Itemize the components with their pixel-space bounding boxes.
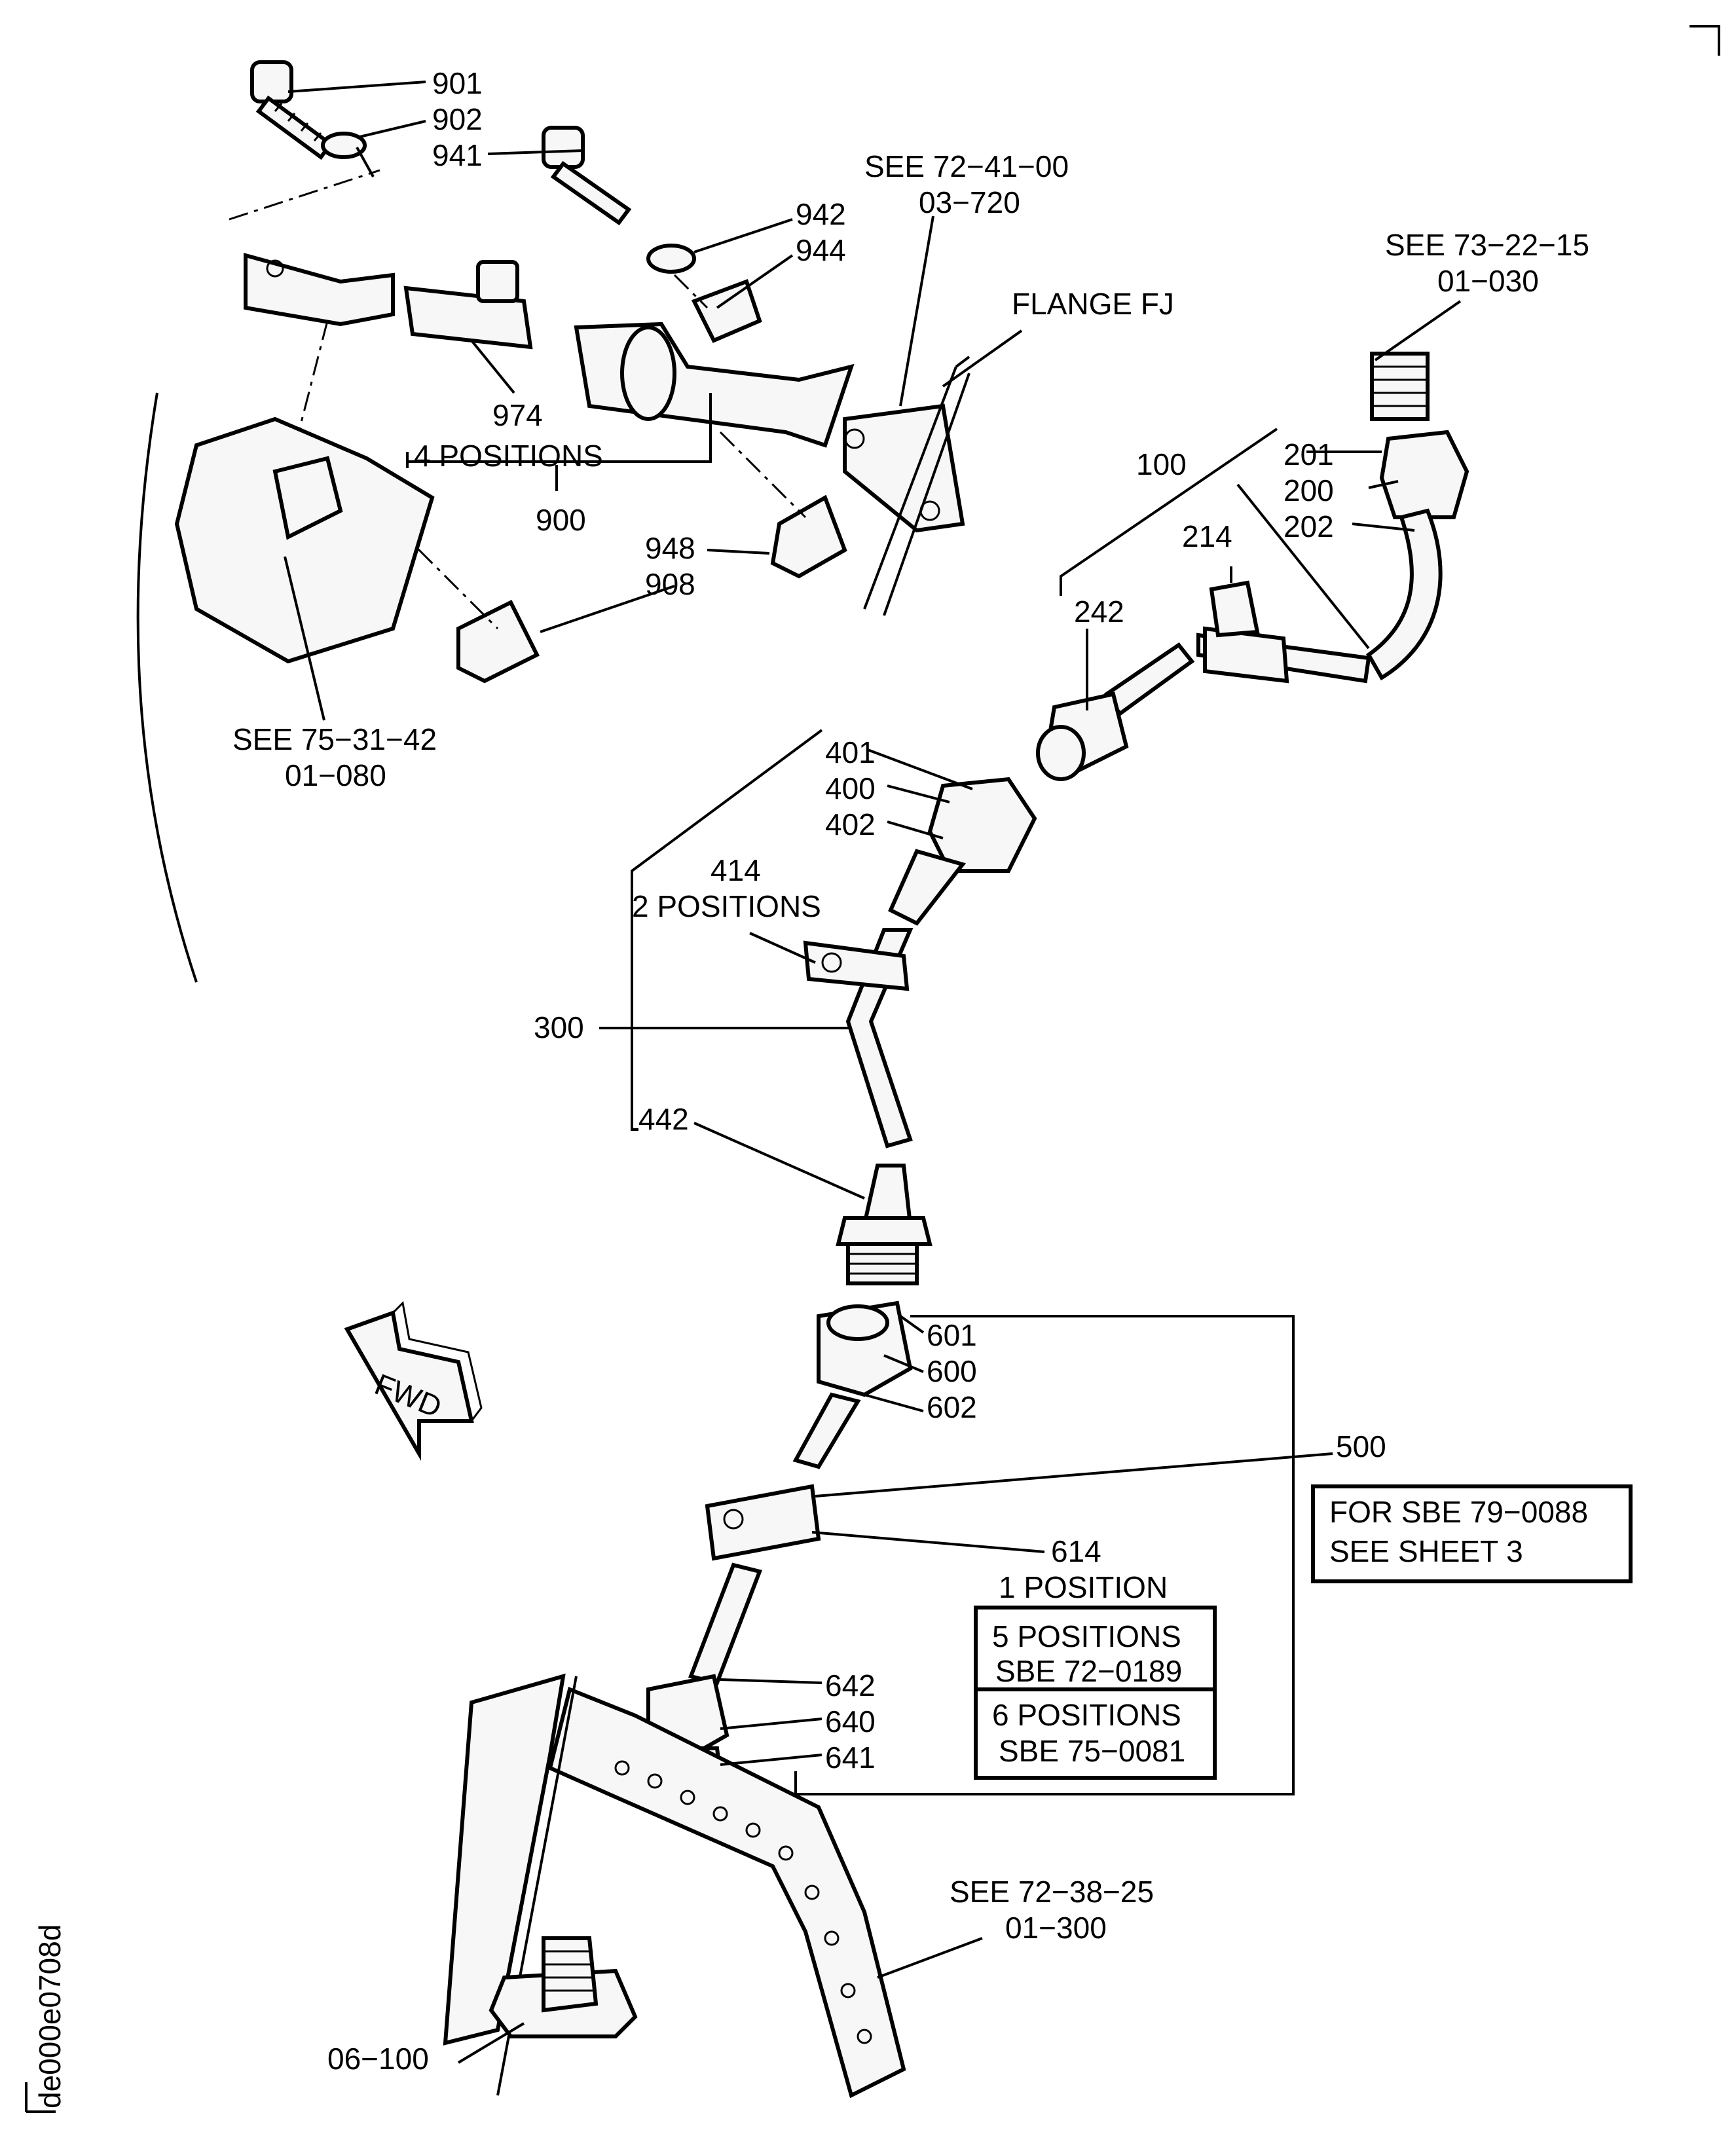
pipe-500 [792,1392,861,1469]
label-944: 944 [796,233,846,267]
fitting-73-22-15 [1370,352,1430,421]
clamp-214 [1203,626,1289,684]
clip-948 [770,494,847,579]
positions-box: 5 POSITIONS SBE 72−0189 6 POSITIONS SBE … [974,1606,1217,1780]
washer-902 [321,132,367,159]
label-01-030: 01−030 [1437,264,1539,298]
label-300: 300 [534,1010,584,1044]
label-900: 900 [536,503,586,537]
label-202: 202 [1284,509,1334,543]
label-641: 641 [825,1740,876,1775]
label-614: 614 [1051,1534,1101,1568]
label-flange-fj: FLANGE FJ [1012,287,1174,321]
label-see-75-31-42: SEE 75−31−42 [232,722,437,756]
clip-908 [456,599,540,684]
label-901: 901 [432,66,483,100]
label-414: 414 [711,853,761,887]
label-974: 974 [492,398,543,432]
label-1-position: 1 POSITION [999,1570,1168,1604]
label-see-72-38-25: SEE 72−38−25 [950,1875,1154,1909]
drawing-id-mark [25,2082,56,2113]
label-200: 200 [1284,473,1334,507]
label-948: 948 [645,531,695,565]
leader-lines [284,81,1462,2064]
mount-bracket-72-41 [843,403,965,533]
sbe-note-line2: SEE SHEET 3 [1329,1534,1523,1568]
label-201: 201 [1284,437,1334,471]
label-640: 640 [825,1704,876,1738]
label-2-positions: 2 POSITIONS [632,889,821,923]
drawing-id: de000e0708d [33,1924,67,2108]
label-600: 600 [927,1354,977,1388]
sbe-note-box: FOR SBE 79−0088 SEE SHEET 3 [1311,1484,1633,1583]
label-401: 401 [825,735,876,769]
washer-942 [646,244,696,274]
bolt-901 [250,60,334,160]
label-242: 242 [1074,595,1124,629]
positions-row2-a: 6 POSITIONS [992,1698,1181,1732]
label-902: 902 [432,102,483,136]
label-400: 400 [825,771,876,805]
nut-200 [1379,430,1469,519]
sbe-note-line1: FOR SBE 79−0088 [1329,1495,1588,1529]
sleeve-402 [888,849,967,926]
pipe-242 [1103,642,1195,717]
label-941: 941 [432,138,483,172]
label-03-720: 03−720 [919,185,1020,219]
positions-row2-b: SBE 75−0081 [999,1734,1185,1768]
label-100: 100 [1136,447,1187,481]
label-402: 402 [825,807,876,841]
frame-72-38-25 [547,1686,906,2099]
fwd-arrow: FWD [344,1300,483,1462]
case-75-31-42 [174,416,435,664]
clamp-614 [705,1484,821,1561]
frame-holes [614,1760,872,2044]
label-642: 642 [825,1668,876,1702]
label-442: 442 [638,1102,689,1136]
centerline-4 [719,431,807,519]
label-4-positions: 4 POSITIONS [414,439,603,473]
bolt-941 [542,126,632,226]
label-601: 601 [927,1318,977,1352]
nut-400 [927,777,1037,873]
label-214: 214 [1182,519,1232,553]
positions-row1-a: 5 POSITIONS [992,1619,1181,1653]
fitting-442 [862,1164,913,1226]
positions-row1-b: SBE 72−0189 [995,1654,1182,1688]
label-see-72-41-00: SEE 72−41−00 [864,149,1069,183]
label-908: 908 [645,567,695,601]
corner-mark [1690,25,1720,56]
centerline-5 [673,274,709,309]
label-see-73-22-15: SEE 73−22−15 [1385,228,1589,262]
centerline-3 [365,496,499,630]
label-602: 602 [927,1390,977,1424]
pipe-100 [1366,508,1443,681]
centerline-1 [229,169,380,221]
pipe-500-lower [688,1562,763,1685]
callout-labels: 901 902 941 942 944 974 4 POSITIONS 900 … [33,66,1589,2108]
label-942: 942 [796,197,846,231]
label-500: 500 [1336,1429,1386,1463]
label-06-100: 06−100 [327,2042,429,2076]
label-01-300: 01−300 [1005,1911,1107,1945]
label-01-080: 01−080 [285,758,386,792]
